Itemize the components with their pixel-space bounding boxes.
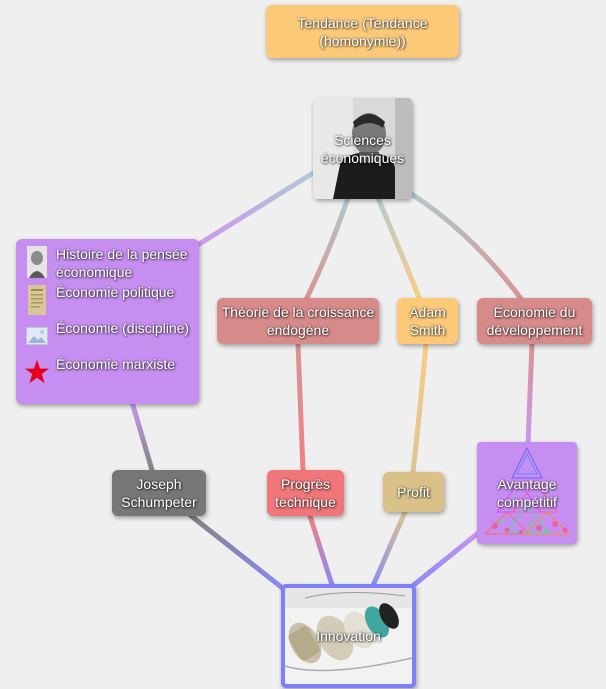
group-item-label: Économie marxiste: [56, 356, 176, 372]
node-adam-label: Adam Smith: [409, 304, 446, 338]
edge-sciences-histoire: [193, 167, 321, 249]
image-placeholder-icon: [24, 319, 50, 353]
node-theorie-croissance[interactable]: Théorie de la croissance endogène: [217, 298, 379, 344]
node-profit[interactable]: Profit: [383, 472, 444, 512]
group-item-economie-marxiste[interactable]: Économie marxiste: [24, 355, 199, 389]
group-item-label: Économie (discipline): [56, 320, 190, 336]
edge-histoire-joseph: [129, 399, 155, 473]
group-item-histoire[interactable]: Histoire de la pensée économique: [24, 245, 199, 281]
edge-sciences-adam: [375, 195, 423, 303]
economist-portrait-photo: [313, 98, 412, 199]
pyramid-diagram-image: [477, 442, 577, 544]
node-sciences-label: Sciences économiques: [320, 131, 405, 166]
computer-mice-photo: [285, 588, 412, 684]
edge-sciences-economie-dev: [402, 187, 525, 303]
edge-adam-profit: [410, 341, 429, 475]
node-avantage-competitif[interactable]: Avantage compétitif: [477, 442, 577, 544]
edge-sciences-theorie: [303, 195, 351, 303]
node-progres-technique[interactable]: Progrès technique: [267, 470, 344, 516]
edge-profit-innovation: [369, 509, 408, 591]
edge-avantage-innovation: [407, 527, 485, 591]
node-avantage-label: Avantage compétitif: [497, 476, 557, 510]
portrait-icon: [24, 245, 50, 279]
node-joseph-schumpeter[interactable]: Joseph Schumpeter: [112, 470, 206, 516]
node-tendance-label: Tendance (Tendance (homonymie)): [297, 14, 428, 49]
edge-progres-innovation: [307, 513, 336, 591]
node-sciences-economiques[interactable]: Sciences économiques: [313, 98, 412, 199]
document-icon: [24, 283, 50, 317]
node-group-pensee-economique: Histoire de la pensée économique Économi…: [16, 239, 199, 404]
node-adam-smith[interactable]: Adam Smith: [397, 298, 458, 344]
node-tendance[interactable]: Tendance (Tendance (homonymie)): [266, 5, 459, 58]
group-item-label: Histoire de la pensée économique: [56, 246, 188, 280]
node-innovation-label: Innovation: [316, 628, 381, 644]
node-joseph-label: Joseph Schumpeter: [121, 476, 197, 510]
edge-theorie-progres: [295, 341, 306, 473]
edge-economie-dev-avantage: [525, 341, 535, 447]
edge-joseph-innovation: [187, 512, 288, 593]
group-item-economie-politique[interactable]: Économie politique: [24, 283, 199, 317]
group-item-economie-discipline[interactable]: Économie (discipline): [24, 319, 199, 353]
node-innovation[interactable]: Innovation: [281, 584, 416, 688]
red-star-icon: [24, 355, 50, 389]
node-economie-dev-label: Économie du développement: [486, 304, 583, 338]
node-theorie-label: Théorie de la croissance endogène: [221, 304, 375, 338]
node-economie-developpement[interactable]: Économie du développement: [477, 298, 592, 344]
group-item-label: Économie politique: [56, 284, 175, 300]
node-profit-label: Profit: [397, 484, 430, 500]
node-progres-label: Progrès technique: [275, 476, 336, 510]
